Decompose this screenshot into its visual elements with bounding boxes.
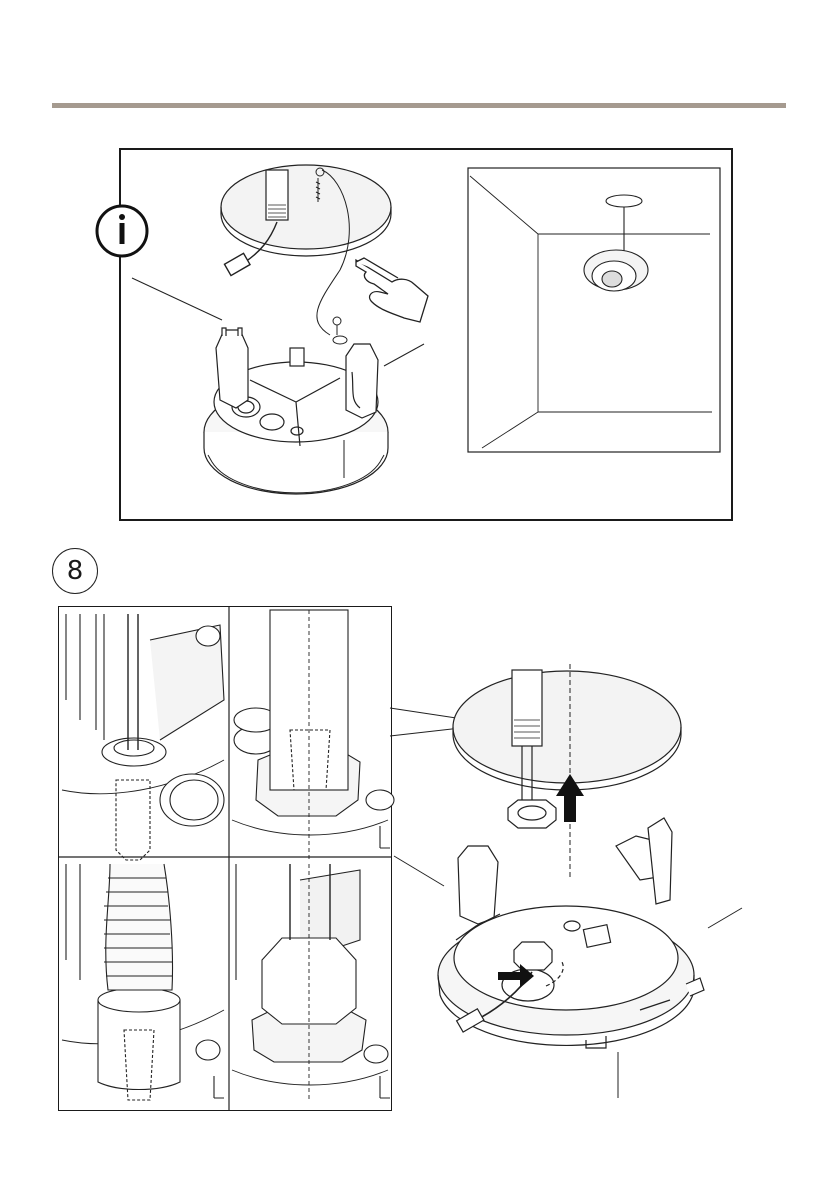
callout-line — [394, 856, 444, 886]
step-number: 8 — [52, 548, 98, 594]
info-box — [119, 148, 733, 521]
up-arrow-icon — [556, 774, 584, 822]
zoom-callout — [390, 708, 496, 736]
lock-nut — [508, 800, 556, 828]
conduit-pipe — [512, 670, 542, 808]
mounting-bracket — [438, 818, 704, 1048]
ceiling-disc — [453, 671, 681, 790]
detail-panels — [58, 606, 392, 1111]
callout-line — [708, 908, 742, 928]
header-rule — [52, 103, 786, 108]
rotate-arrow-icon — [498, 962, 563, 988]
